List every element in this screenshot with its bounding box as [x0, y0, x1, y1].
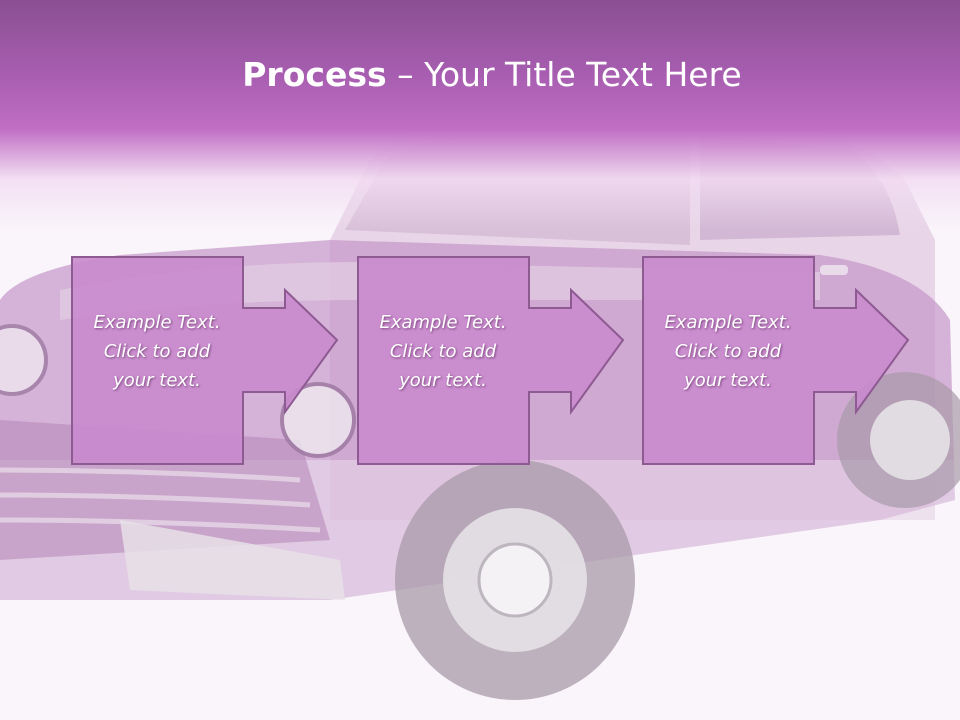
title-bold: Process — [242, 55, 387, 94]
step-line-3: your text. — [113, 370, 201, 391]
step-text: Example Text. Click to add your text. — [642, 308, 814, 395]
step-text: Example Text. Click to add your text. — [71, 308, 243, 395]
slide-title[interactable]: Process – Your Title Text Here — [0, 52, 960, 98]
step-line-1: Example Text. — [379, 312, 507, 333]
arrow-box-shape — [357, 256, 625, 465]
step-line-3: your text. — [684, 370, 772, 391]
step-line-1: Example Text. — [664, 312, 792, 333]
step-line-2: Click to add — [103, 341, 211, 362]
title-band — [0, 0, 960, 230]
arrow-box-shape — [642, 256, 910, 465]
process-step-3[interactable]: Example Text. Click to add your text. — [642, 256, 914, 468]
step-line-2: Click to add — [674, 341, 782, 362]
arrow-box-shape — [71, 256, 339, 465]
step-line-2: Click to add — [389, 341, 497, 362]
process-step-2[interactable]: Example Text. Click to add your text. — [357, 256, 629, 468]
step-line-1: Example Text. — [93, 312, 221, 333]
step-line-3: your text. — [399, 370, 487, 391]
title-rest: – Your Title Text Here — [386, 55, 742, 94]
step-text: Example Text. Click to add your text. — [357, 308, 529, 395]
process-step-1[interactable]: Example Text. Click to add your text. — [71, 256, 343, 468]
